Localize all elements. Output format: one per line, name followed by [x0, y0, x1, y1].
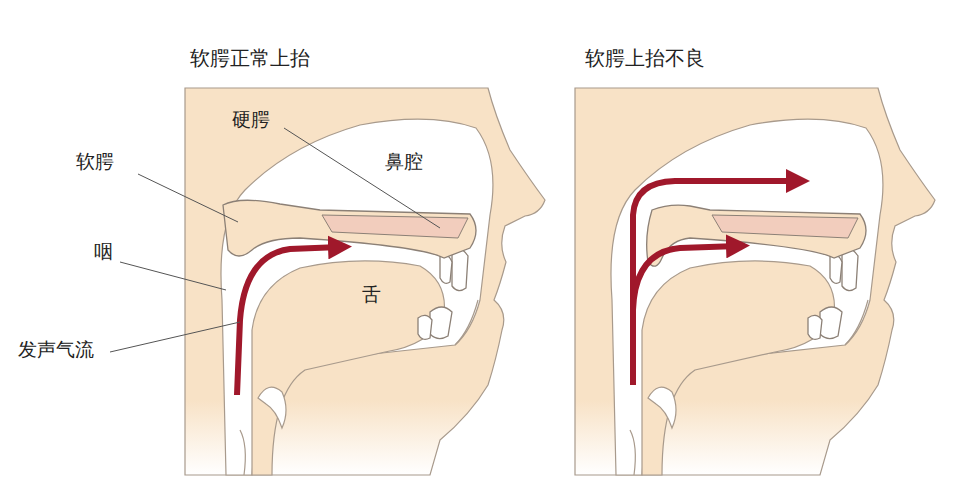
airflow-arrow — [633, 246, 738, 310]
part-name: 发声气流 — [18, 338, 94, 361]
head-section — [575, 88, 935, 475]
airflow-arrow — [633, 181, 798, 385]
soft-palate — [647, 205, 866, 266]
part-name: 舌 — [362, 283, 381, 306]
head-section — [185, 88, 545, 475]
airflow-arrow — [237, 247, 340, 395]
part-name: 软腭 — [76, 150, 114, 173]
panel-heading: 软腭正常上抬 — [190, 46, 310, 70]
panel-heading: 软腭上抬不良 — [585, 46, 705, 70]
leader-line — [284, 128, 440, 228]
soft-palate — [223, 200, 476, 258]
hard-palate — [712, 215, 858, 238]
part-name: 硬腭 — [232, 108, 270, 131]
part-name: 咽 — [94, 240, 113, 263]
part-name: 鼻腔 — [385, 150, 423, 173]
hard-palate — [322, 215, 468, 238]
leader-line — [120, 262, 226, 290]
leader-line — [138, 174, 238, 222]
leader-line — [110, 322, 240, 352]
